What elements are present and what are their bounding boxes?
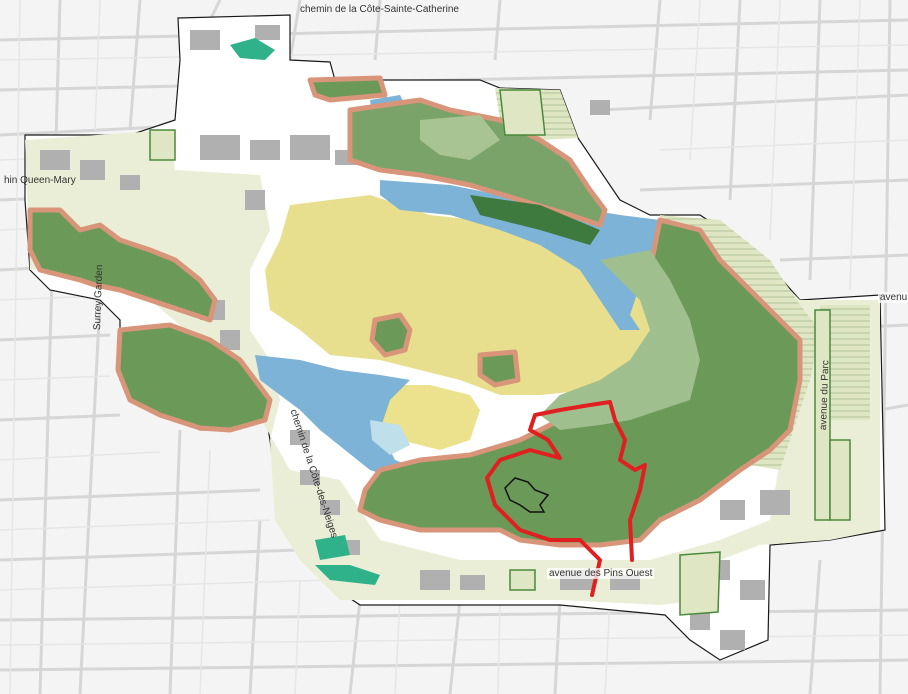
black-outlined-pond — [504, 477, 550, 513]
wooded-light-patches — [540, 250, 700, 430]
green-outlined-parks — [149, 89, 851, 616]
label-queen-mary: hin Queen-Mary — [4, 175, 76, 186]
teal-areas — [230, 38, 380, 585]
wooded-dark-strip — [470, 195, 600, 245]
light-water — [370, 420, 410, 455]
hatched-area-right-strip — [820, 305, 870, 420]
red-trail — [485, 400, 647, 597]
blue-zone-west — [255, 355, 420, 480]
urban-grass-area — [25, 130, 880, 605]
label-pins-ouest: avenue des Pins Ouest — [547, 568, 655, 579]
label-surrey-gardens: Surrey Garden — [92, 264, 106, 331]
label-avenue-right: avenu — [878, 292, 908, 303]
label-cote-sainte-catherine: chemin de la Côte-Sainte-Catherine — [300, 4, 459, 15]
wooded-light-patches-2 — [420, 115, 500, 160]
wooded-areas — [27, 75, 803, 548]
